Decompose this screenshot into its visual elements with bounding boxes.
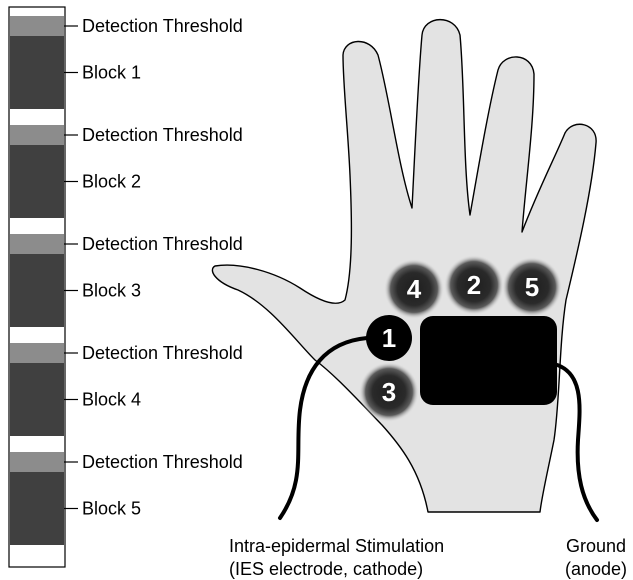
site-number-1: 1 xyxy=(382,323,396,353)
detection-threshold-segment-2 xyxy=(10,125,64,145)
block-segment-4 xyxy=(10,363,64,436)
block-segment-1-label: Block 1 xyxy=(82,63,141,83)
detection-threshold-segment-3-label: Detection Threshold xyxy=(82,234,243,254)
hand-diagram: 1 2 3 4 5 Intra-epidermal Stimulation (I… xyxy=(212,20,627,579)
ground-wire xyxy=(554,364,597,520)
stimulation-caption-line2: (IES electrode, cathode) xyxy=(229,559,423,579)
block-segment-1 xyxy=(10,36,64,109)
detection-threshold-segment-4-label: Detection Threshold xyxy=(82,343,243,363)
ground-electrode-pad xyxy=(420,316,557,405)
block-segment-5-label: Block 5 xyxy=(82,499,141,519)
stimulation-caption-line1: Intra-epidermal Stimulation xyxy=(229,536,444,556)
ground-caption-line1: Ground xyxy=(566,536,626,556)
site-number-4: 4 xyxy=(407,274,422,304)
detection-threshold-segment-4 xyxy=(10,343,64,363)
ground-caption-line2: (anode) xyxy=(565,559,627,579)
block-segment-3-label: Block 3 xyxy=(82,281,141,301)
site-number-2: 2 xyxy=(467,270,481,300)
block-segment-4-label: Block 4 xyxy=(82,390,141,410)
site-number-5: 5 xyxy=(525,272,539,302)
site-number-3: 3 xyxy=(382,377,396,407)
detection-threshold-segment-5-label: Detection Threshold xyxy=(82,452,243,472)
detection-threshold-segment-1 xyxy=(10,16,64,36)
block-segment-2-label: Block 2 xyxy=(82,172,141,192)
detection-threshold-segment-3 xyxy=(10,234,64,254)
block-segment-5 xyxy=(10,472,64,545)
detection-threshold-segment-5 xyxy=(10,452,64,472)
block-segment-2 xyxy=(10,145,64,218)
detection-threshold-segment-2-label: Detection Threshold xyxy=(82,125,243,145)
block-segment-3 xyxy=(10,254,64,327)
detection-threshold-segment-1-label: Detection Threshold xyxy=(82,16,243,36)
